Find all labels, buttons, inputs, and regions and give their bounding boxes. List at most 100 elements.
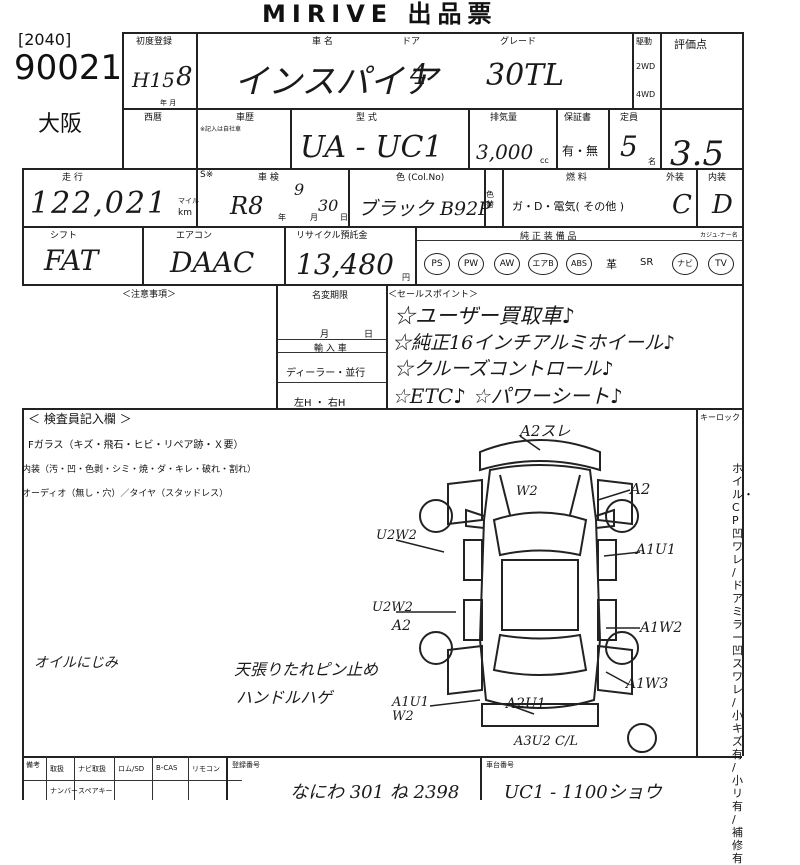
damage-front-left-door: U2W2 bbox=[376, 528, 417, 543]
hw-shift: FAT bbox=[44, 244, 99, 277]
label-first-reg: 初度登録 bbox=[136, 37, 173, 47]
label-door: ドア bbox=[402, 37, 421, 47]
equip-leather: 革 bbox=[606, 258, 617, 271]
damage-windshield: W2 bbox=[516, 484, 538, 499]
label-mileage: 走 行 bbox=[62, 173, 83, 183]
label-exterior: 外装 bbox=[666, 173, 685, 183]
hw-registration: なにわ 301 ね 2398 bbox=[290, 782, 460, 803]
hw-chassis: UC1 - 1100ショウ bbox=[504, 782, 662, 803]
label-irokae: 色替 bbox=[486, 190, 494, 209]
label-car-name: 車 名 bbox=[312, 37, 333, 47]
equip-ps: PS bbox=[424, 253, 450, 275]
label-notes: ＜注意事項＞ bbox=[122, 290, 177, 300]
hw-insp-day: 30 bbox=[318, 196, 339, 215]
label-glass: Fガラス（キズ・飛石・ヒビ・リペア跡・Ｘ要） bbox=[28, 440, 244, 451]
label-shift: シフト bbox=[50, 231, 78, 241]
label-warranty: 保証書 bbox=[564, 113, 592, 123]
hw-note-center-2: ハンドルハゲ bbox=[236, 688, 333, 707]
damage-rear-right-door: A1W2 bbox=[640, 620, 683, 636]
damage-front-right-door: A1U1 bbox=[636, 542, 676, 558]
hw-sales-point-4: ☆ETC♪ ☆パワーシート♪ bbox=[392, 384, 623, 408]
lot-number: 90021 bbox=[14, 48, 123, 88]
label-yen: 円 bbox=[402, 273, 410, 282]
location: 大阪 bbox=[38, 112, 83, 137]
damage-trunk: A2U1 bbox=[506, 696, 546, 712]
label-color: 色 (Col.No) bbox=[396, 173, 445, 183]
hw-grade: 30TL bbox=[486, 58, 565, 93]
label-cat-note: ※記入は自社車 bbox=[200, 126, 242, 133]
label-capacity: 定員 bbox=[620, 113, 639, 123]
hw-score: 3.5 bbox=[670, 134, 725, 174]
hw-month: 8 bbox=[176, 62, 193, 92]
label-month: 月 bbox=[320, 330, 330, 340]
car-damage-diagram bbox=[395, 435, 657, 753]
hw-capacity: 5 bbox=[620, 130, 638, 163]
label-bottom-2: ロム/SD bbox=[118, 765, 145, 773]
label-western: 西暦 bbox=[144, 113, 163, 123]
label-displacement: 排気量 bbox=[490, 113, 518, 123]
label-tsuki: 月 bbox=[310, 213, 318, 222]
hw-displacement: 3,000 bbox=[476, 140, 534, 164]
label-bottom2-1: スペアキー bbox=[78, 787, 113, 795]
label-nen: 年 bbox=[278, 213, 286, 222]
label-equipment: 純 正 装 備 品 bbox=[520, 232, 577, 242]
equip-sr: SR bbox=[640, 257, 654, 268]
label-mei: 名 bbox=[648, 157, 656, 166]
label-year-month: 年 月 bbox=[160, 99, 177, 107]
label-type: 型 式 bbox=[356, 113, 377, 123]
label-bottom-1: ナビ取扱 bbox=[78, 765, 106, 773]
label-grade: グレード bbox=[500, 37, 537, 47]
label-side-left: 備考 bbox=[26, 761, 40, 769]
label-interior: 内装 bbox=[708, 173, 727, 183]
hw-sales-point-3: ☆クルーズコントロール♪ bbox=[394, 358, 614, 380]
label-key-lock: キーロック bbox=[700, 413, 740, 422]
hw-recycle: 13,480 bbox=[296, 248, 394, 281]
damage-front-bumper: A2スレ bbox=[520, 422, 571, 440]
label-dealer: ディーラー・並行 bbox=[286, 368, 366, 379]
label-bottom-4: リモコン bbox=[192, 765, 220, 773]
equip-aw: AW bbox=[494, 253, 520, 275]
label-interior-line: 内装（汚・凹・色剥・シミ・焼・ダ・キレ・破れ・割れ） bbox=[22, 465, 257, 475]
hw-sales-point-2: ☆純正16インチアルミホイール♪ bbox=[392, 332, 676, 354]
damage-rear-right-fender: A1W3 bbox=[626, 676, 669, 692]
label-hi: 日 bbox=[340, 213, 348, 222]
hw-sales-point-1: ☆ユーザー買取車♪ bbox=[394, 304, 575, 328]
hw-interior: D bbox=[712, 190, 733, 220]
sheet-title: MIRIVE 出品票 bbox=[262, 0, 498, 28]
hw-aircon: DAAC bbox=[170, 246, 255, 279]
label-import: 輸 入 車 bbox=[314, 344, 347, 354]
label-bottom-3: B-CAS bbox=[156, 764, 178, 772]
lot-code: [2040] bbox=[18, 30, 72, 49]
label-score: 評価点 bbox=[674, 38, 707, 51]
label-buyer-name: 名変期限 bbox=[312, 291, 349, 301]
hw-note-left: オイルにじみ bbox=[34, 655, 118, 671]
damage-rear-bumper: A3U2 C/L bbox=[514, 734, 578, 749]
label-category: 車歴 bbox=[236, 113, 255, 123]
label-fuel-opts: ガ・D・電気( その他 ) bbox=[512, 200, 625, 213]
label-bottom2-0: ナンバー bbox=[50, 787, 78, 795]
hw-exterior: C bbox=[672, 190, 692, 220]
label-2wd: 2WD bbox=[636, 62, 656, 71]
damage-front-right: A2 bbox=[630, 480, 651, 498]
label-audio: オーディオ（無し・穴）／タイヤ（スタッドレス） bbox=[22, 489, 229, 499]
hw-insp-r: R8 bbox=[230, 192, 264, 220]
label-bottom-0: 取扱 bbox=[50, 765, 64, 773]
hw-mileage: 122,021 bbox=[30, 186, 169, 221]
equip-tv: TV bbox=[708, 253, 734, 275]
label-aircon: エアコン bbox=[176, 231, 213, 241]
hw-door: 4 bbox=[410, 58, 428, 91]
equip-navi: ナビ bbox=[672, 253, 698, 275]
label-fuel: 燃 料 bbox=[566, 173, 587, 183]
hw-type: UA - UC1 bbox=[300, 130, 443, 165]
damage-pointers bbox=[395, 435, 641, 715]
label-cc: cc bbox=[540, 156, 549, 165]
label-hi2: 日 bbox=[364, 330, 374, 340]
label-mile: マイル bbox=[178, 197, 199, 205]
label-drive: 駆動 bbox=[636, 37, 652, 46]
label-handle: 左H ・ 右H bbox=[294, 398, 346, 409]
hw-color: ブラック B92P bbox=[358, 198, 491, 220]
hw-insp-month: 9 bbox=[294, 180, 305, 199]
wheels bbox=[419, 499, 657, 753]
damage-rear-left-door: U2W2 bbox=[372, 600, 413, 615]
hw-note-center-1: 天張りたれピン止め bbox=[234, 660, 379, 679]
